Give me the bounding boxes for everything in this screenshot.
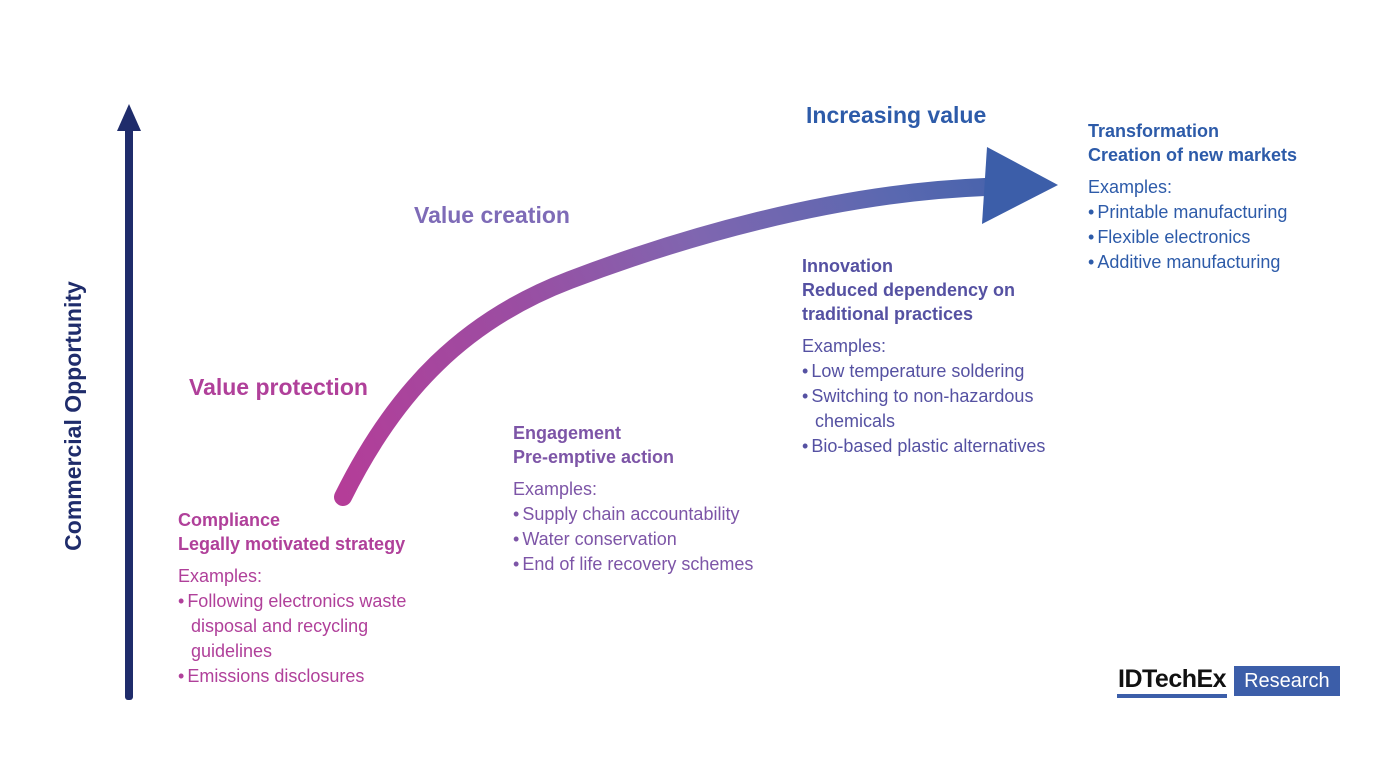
stage-title: Engagement — [513, 423, 622, 443]
label-value-protection: Value protection — [189, 374, 368, 400]
examples-label: Examples: — [178, 566, 263, 586]
examples-list: Printable manufacturing Flexible electro… — [1088, 200, 1356, 275]
example-item: Following electronics waste disposal and… — [178, 589, 446, 664]
stage-innovation: Innovation Reduced dependency on traditi… — [802, 254, 1074, 459]
example-item: Low temperature soldering — [802, 359, 1074, 384]
label-value-creation: Value creation — [414, 202, 570, 228]
stage-title: Compliance — [178, 510, 281, 530]
research-badge: Research — [1234, 666, 1340, 696]
label-increasing-value: Increasing value — [806, 102, 987, 128]
example-item: Emissions disclosures — [178, 664, 446, 689]
examples-label: Examples: — [513, 479, 598, 499]
examples-list: Following electronics waste disposal and… — [178, 589, 446, 689]
idtechex-wordmark: IDTechEx — [1117, 666, 1228, 698]
stage-compliance: Compliance Legally motivated strategy Ex… — [178, 508, 446, 689]
stage-transformation: Transformation Creation of new markets E… — [1088, 119, 1356, 275]
example-item: Flexible electronics — [1088, 225, 1356, 250]
example-item: Water conservation — [513, 527, 798, 552]
y-axis-arrow-shaft — [125, 122, 133, 700]
stage-title: Transformation — [1088, 121, 1220, 141]
examples-label: Examples: — [802, 336, 887, 356]
value-curve — [334, 178, 994, 506]
example-item: Supply chain accountability — [513, 502, 798, 527]
curve-arrowhead-icon — [982, 147, 1058, 224]
stage-subtitle: Reduced dependency on traditional practi… — [802, 280, 1016, 324]
idtechex-logo: IDTechEx Research — [1117, 666, 1340, 698]
stage-subtitle: Legally motivated strategy — [178, 534, 406, 554]
y-axis-label: Commercial Opportunity — [60, 281, 86, 551]
example-item: Switching to non-hazardous chemicals — [802, 384, 1074, 434]
examples-label: Examples: — [1088, 177, 1173, 197]
stage-subtitle: Creation of new markets — [1088, 145, 1298, 165]
example-item: Printable manufacturing — [1088, 200, 1356, 225]
example-item: Bio-based plastic alternatives — [802, 434, 1074, 459]
stage-subtitle: Pre-emptive action — [513, 447, 675, 467]
examples-list: Low temperature soldering Switching to n… — [802, 359, 1074, 459]
y-axis-arrowhead-icon — [117, 104, 141, 131]
example-item: Additive manufacturing — [1088, 250, 1356, 275]
example-item: End of life recovery schemes — [513, 552, 798, 577]
stage-engagement: Engagement Pre-emptive action Examples: … — [513, 421, 798, 577]
examples-list: Supply chain accountability Water conser… — [513, 502, 798, 577]
stage-title: Innovation — [802, 256, 893, 276]
